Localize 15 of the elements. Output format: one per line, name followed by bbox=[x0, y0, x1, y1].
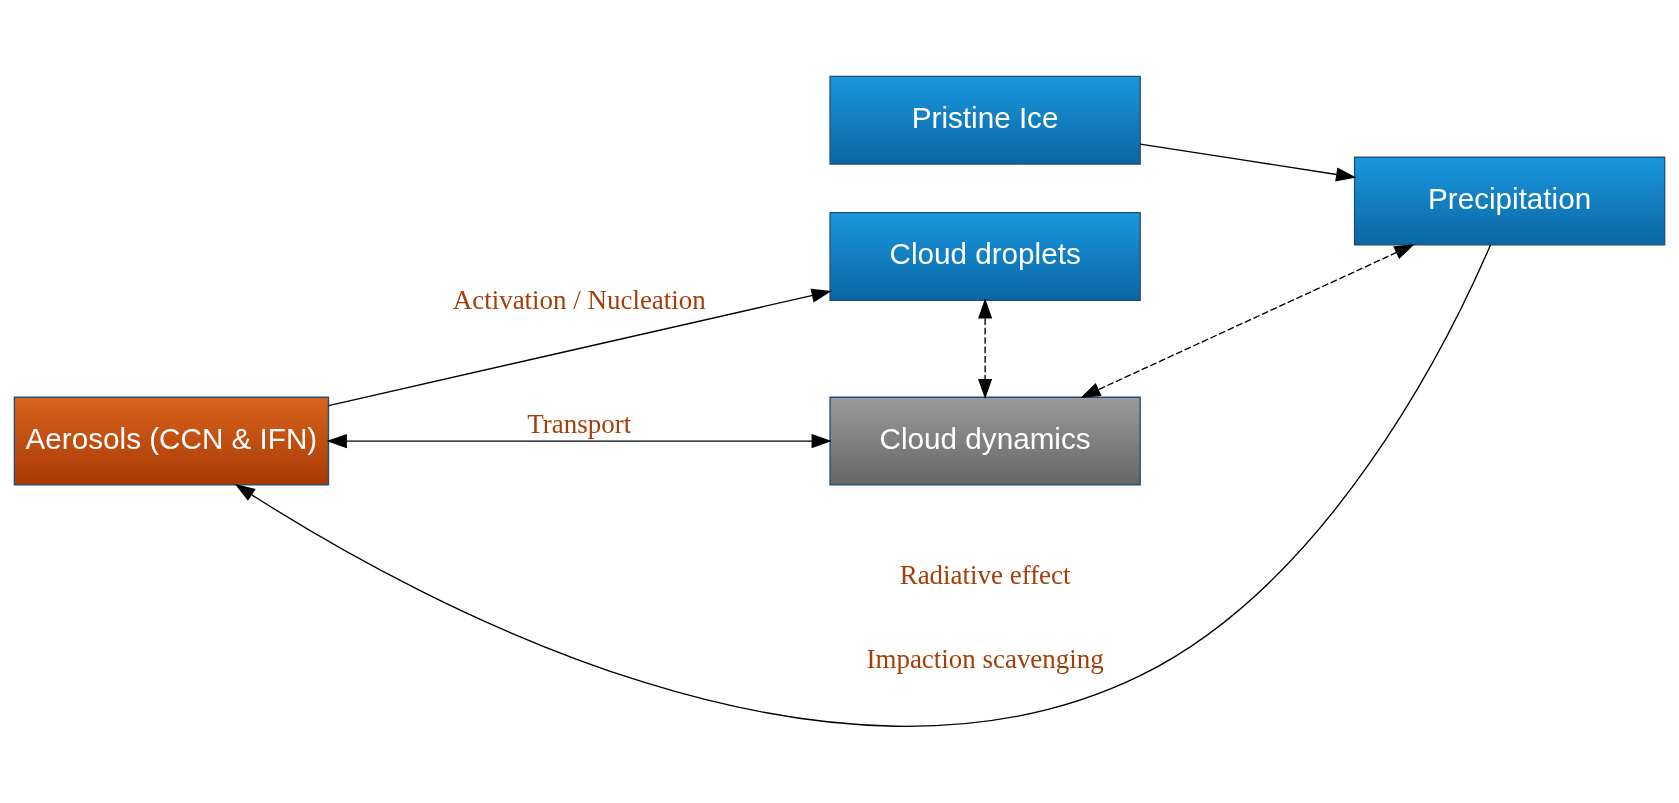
arrow bbox=[1139, 143, 1357, 182]
node-box: Aerosols (CCN & IFN) bbox=[13, 396, 330, 486]
edge-label: Impaction scavenging bbox=[866, 643, 1104, 674]
node-box: Precipitation bbox=[1353, 156, 1666, 246]
arrow bbox=[978, 298, 993, 400]
node-box: Cloud dynamics bbox=[829, 396, 1141, 486]
label: Radiative effect bbox=[899, 560, 1071, 591]
arrow bbox=[234, 244, 1492, 727]
node-box: Pristine Ice bbox=[829, 75, 1141, 165]
arrow bbox=[328, 288, 832, 407]
edge-label: Transport bbox=[527, 409, 632, 440]
arrow bbox=[326, 434, 832, 449]
arrow bbox=[1080, 244, 1415, 398]
edge-label: Activation / Nucleation bbox=[452, 284, 706, 315]
node-box: Cloud droplets bbox=[829, 211, 1141, 301]
